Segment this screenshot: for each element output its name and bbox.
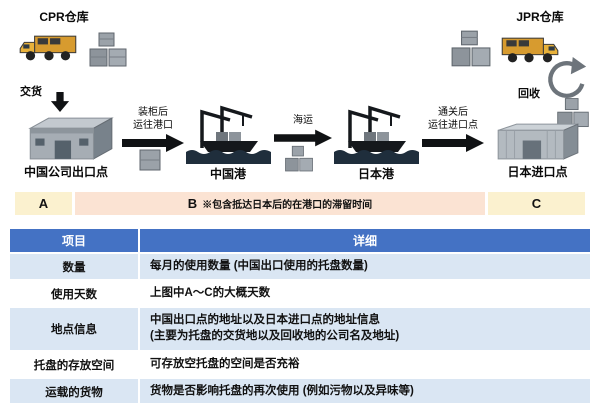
row-item: 地点信息 [8,306,140,352]
export-point-label: 中国公司出口点 [23,165,108,179]
crates-right-icon [450,28,492,75]
flow-arrow1-icon [122,133,184,158]
truck-right-icon [498,32,560,72]
table-row: 地点信息 中国出口点的地址以及日本进口点的地址信息 (主要为托盘的交货地以及回收… [8,306,592,352]
crates-import-icon [556,96,590,135]
row-detail: 中国出口点的地址以及日本进口点的地址信息 (主要为托盘的交货地以及回收地的公司名… [138,306,592,352]
phase-c: C [488,192,585,215]
table-row: 托盘的存放空间 可存放空托盘的空间是否充裕 [8,350,592,379]
row-item: 数量 [8,252,140,281]
import-point-label: 日本进口点 [507,165,568,179]
china-port-icon [186,100,271,169]
delivery-label: 交货 [20,86,42,98]
row-detail: 上图中A～C的大概天数 [138,279,592,308]
export-warehouse-icon [20,112,117,168]
cpr-warehouse-label: CPR仓库 [39,10,89,24]
row-item: 运载的货物 [8,377,140,403]
crates-mid-icon [283,144,315,179]
row-detail: 每月的使用数量 (中国出口使用的托盘数量) [138,252,592,281]
row-item: 托盘的存放空间 [8,350,140,379]
jpr-warehouse-label: JPR仓库 [516,10,564,24]
phase-c-label: C [531,196,542,211]
flow-arrow2-icon [274,128,332,153]
phase-b: B ※包含抵达日本后的在港口的滞留时间 [75,192,485,215]
down-arrow-icon [50,92,70,117]
phase-b-note: ※包含抵达日本后的在港口的滞留时间 [202,200,373,211]
crate-small-icon [138,148,162,177]
japan-port-label: 日本港 [357,167,394,181]
phase-a: A [15,192,72,215]
phase-a-label: A [38,196,49,211]
truck-left-icon [18,30,80,70]
row-detail: 货物是否影响托盘的再次使用 (例如污物以及异味等) [138,377,592,403]
arrow1-label: 装柜后 运往港口 [133,107,173,131]
arrow3-label: 通关后 运往进口点 [428,107,478,131]
flow-arrow3-icon [422,133,484,158]
crates-left-icon [88,30,128,75]
table-row: 使用天数 上图中A～C的大概天数 [8,279,592,308]
header-item: 项目 [8,227,140,254]
recycle-label: 回收 [518,88,540,100]
import-warehouse-icon [492,116,582,168]
recycle-arrow-icon [544,54,590,113]
table-header-row: 项目 详细 [8,227,592,254]
table-row: 数量 每月的使用数量 (中国出口使用的托盘数量) [8,252,592,281]
row-item: 使用天数 [8,279,140,308]
header-detail: 详细 [138,227,592,254]
china-port-label: 中国港 [209,167,246,181]
table-row: 运载的货物 货物是否影响托盘的再次使用 (例如污物以及异味等) [8,377,592,403]
row-detail: 可存放空托盘的空间是否充裕 [138,350,592,379]
japan-port-icon [334,100,419,169]
phase-bar: A B ※包含抵达日本后的在港口的滞留时间 C [15,192,585,215]
arrow2-label: 海运 [293,115,313,126]
phase-b-label: B [187,196,198,211]
info-table: 项目 详细 数量 每月的使用数量 (中国出口使用的托盘数量) 使用天数 上图中A… [8,227,592,403]
